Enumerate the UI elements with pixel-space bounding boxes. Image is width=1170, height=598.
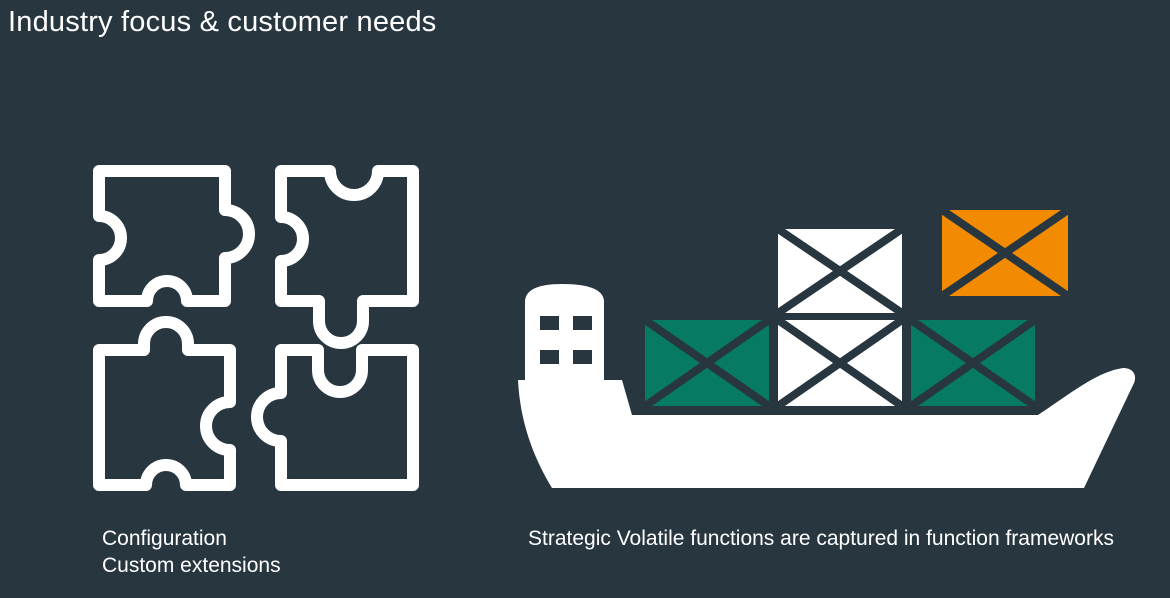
green-container-right [908,316,1038,410]
caption-line-custom-extensions: Custom extensions [102,554,281,577]
puzzle-pieces-icon [93,165,419,491]
orange-container [939,206,1071,300]
cargo-ship-icon [518,206,1136,488]
right-caption: Strategic Volatile functions are capture… [528,527,1114,550]
ship-bridge-shape [525,284,604,387]
left-caption: Configuration Custom extensions [102,525,281,579]
white-container-top [775,225,905,317]
ship-hull-shape [518,368,1136,488]
green-container-left [642,316,772,410]
caption-line-configuration: Configuration [102,527,227,550]
white-container-bottom [775,316,905,410]
slide-title: Industry focus & customer needs [8,6,437,38]
